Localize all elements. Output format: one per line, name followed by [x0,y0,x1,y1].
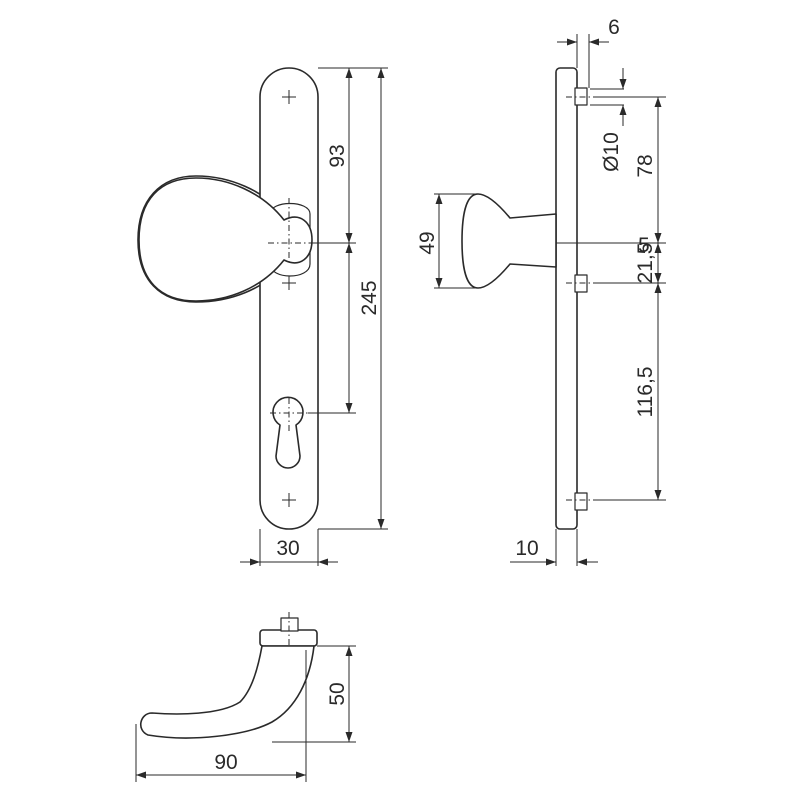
front-extension-lines [259,67,388,566]
dim-plate-thickness: 10 [515,537,538,560]
lever-view: 50 90 [135,612,356,782]
side-dimension-lines [435,38,662,566]
dim-knob-height: 49 [416,231,439,254]
knob-side [461,193,557,289]
dim-plate-height: 245 [358,280,381,315]
side-centerlines [566,96,596,501]
dim-lever-height: 50 [326,682,349,705]
dim-spindle-to-middle-screw: 21,5 [634,243,657,284]
dim-screw-offset: 6 [608,16,620,39]
knob-front-overlay [138,177,313,302]
side-view: 6 Ø10 78 5 21,5 116,5 49 10 [416,16,666,566]
side-extension-lines [434,34,666,566]
plate-side [555,67,578,530]
keyhole [272,396,304,469]
lever-handle [140,645,315,739]
dim-middle-to-bottom-screw: 116,5 [634,367,657,418]
dim-lever-length: 90 [214,751,237,774]
lever-dimension-lines [136,646,353,779]
dim-front-plate-width: 30 [276,537,299,560]
screw-marks [282,90,296,507]
dim-screw-diameter: Ø10 [600,132,623,172]
front-view: 93 245 30 [137,67,388,566]
dim-top-screw-to-spindle: 78 [634,154,657,177]
dim-spindle-offset: 5 [638,234,650,257]
front-dimension-lines [240,68,385,566]
front-centerlines [268,198,312,432]
dim-spindle-to-top-screw: 93 [326,144,349,167]
